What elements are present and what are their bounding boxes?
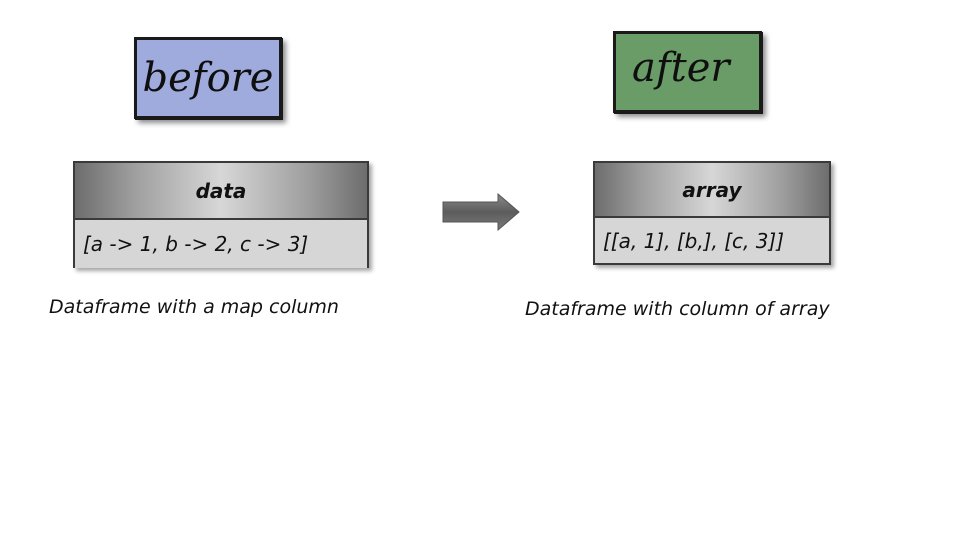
before-column-header: data	[75, 163, 367, 220]
after-label-text: after	[632, 45, 730, 91]
after-dataframe-table: array [[a, 1], [b,], [c, 3]]	[593, 161, 831, 265]
right-arrow-icon	[442, 193, 520, 231]
before-cell: [a -> 1, b -> 2, c -> 3]	[75, 220, 367, 268]
after-caption: Dataframe with column of array	[525, 298, 830, 320]
before-dataframe-table: data [a -> 1, b -> 2, c -> 3]	[73, 161, 369, 268]
before-caption: Dataframe with a map column	[49, 296, 339, 318]
after-cell: [[a, 1], [b,], [c, 3]]	[595, 218, 829, 263]
before-label-box: before	[134, 37, 282, 119]
before-column-header-text: data	[195, 178, 247, 203]
after-column-header-text: array	[682, 177, 742, 202]
before-label-text: before	[142, 55, 274, 101]
before-cell-text: [a -> 1, b -> 2, c -> 3]	[83, 232, 309, 256]
after-label-box: after	[613, 31, 762, 113]
after-cell-text: [[a, 1], [b,], [c, 3]]	[603, 228, 785, 253]
after-column-header: array	[595, 163, 829, 218]
